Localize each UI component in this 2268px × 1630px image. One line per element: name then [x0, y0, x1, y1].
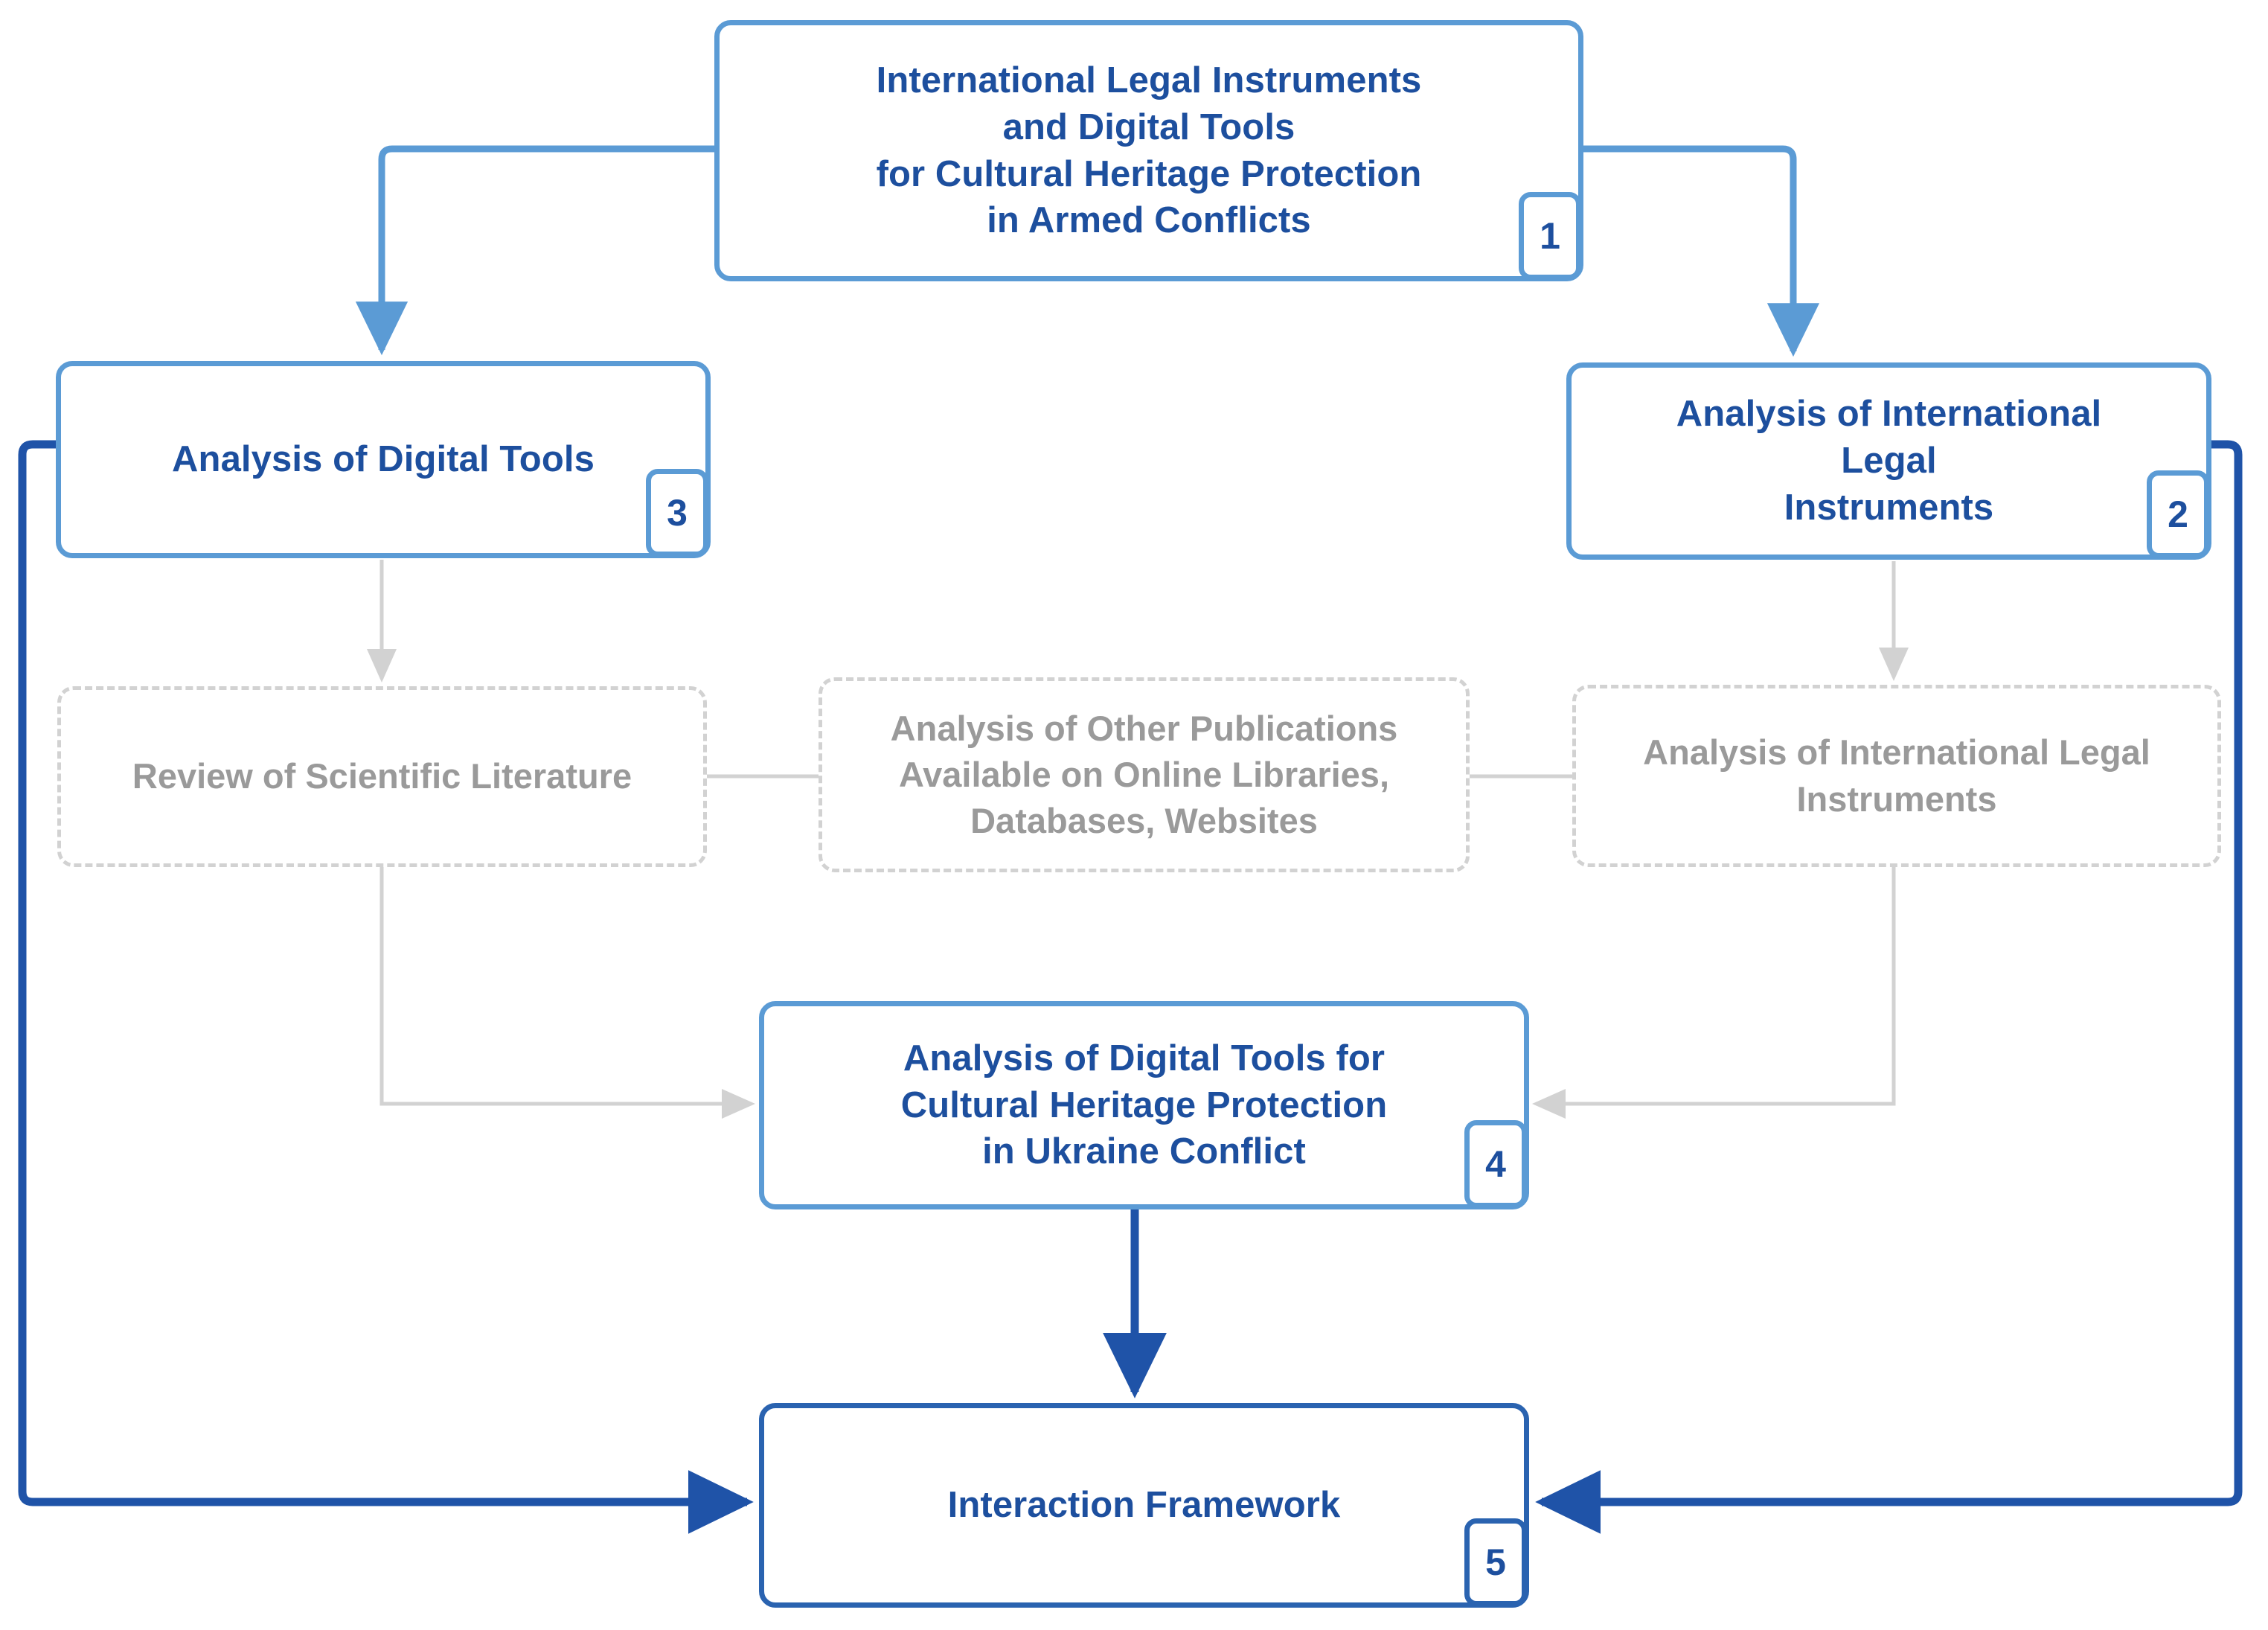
connector-2-to-5: [1535, 440, 2243, 1534]
subnode-c-label: Analysis of International Legal Instrume…: [1643, 732, 2150, 819]
node-2-label: Analysis of International Legal Instrume…: [1676, 394, 2102, 528]
connector-1-to-3: [355, 145, 714, 356]
node-3-number-badge: 3: [646, 469, 708, 557]
node-4-analysis-of-digital-tools-ukraine[interactable]: Analysis of Digital Tools for Cultural H…: [759, 1001, 1529, 1209]
connector-sub-a-to-4: [379, 867, 755, 1119]
subnode-b-label: Analysis of Other Publications Available…: [890, 708, 1398, 841]
node-2-analysis-of-international-legal-instruments[interactable]: Analysis of International Legal Instrume…: [1566, 362, 2211, 560]
subnode-analysis-of-other-publications: Analysis of Other Publications Available…: [819, 677, 1470, 872]
connector-3-to-5: [18, 440, 754, 1534]
node-3-analysis-of-digital-tools[interactable]: Analysis of Digital Tools 3: [56, 361, 711, 558]
node-5-number-badge: 5: [1464, 1518, 1527, 1606]
node-1-number-badge: 1: [1519, 192, 1581, 280]
node-5-label: Interaction Framework: [947, 1485, 1341, 1526]
node-1-international-legal-instruments[interactable]: International Legal Instruments and Digi…: [714, 20, 1583, 281]
connector-1-to-2: [1583, 145, 1820, 357]
node-2-number-badge: 2: [2147, 470, 2209, 558]
subnode-review-of-scientific-literature: Review of Scientific Literature: [57, 686, 707, 867]
subnode-analysis-of-international-legal-instruments: Analysis of International Legal Instrume…: [1572, 685, 2221, 867]
node-1-label: International Legal Instruments and Digi…: [876, 60, 1422, 241]
node-5-interaction-framework[interactable]: Interaction Framework 5: [759, 1403, 1529, 1608]
node-4-number-badge: 4: [1464, 1120, 1527, 1208]
node-4-label: Analysis of Digital Tools for Cultural H…: [900, 1038, 1388, 1172]
node-3-label: Analysis of Digital Tools: [172, 439, 595, 480]
subnode-a-label: Review of Scientific Literature: [132, 756, 632, 796]
connector-sub-c-to-4: [1532, 867, 1896, 1119]
